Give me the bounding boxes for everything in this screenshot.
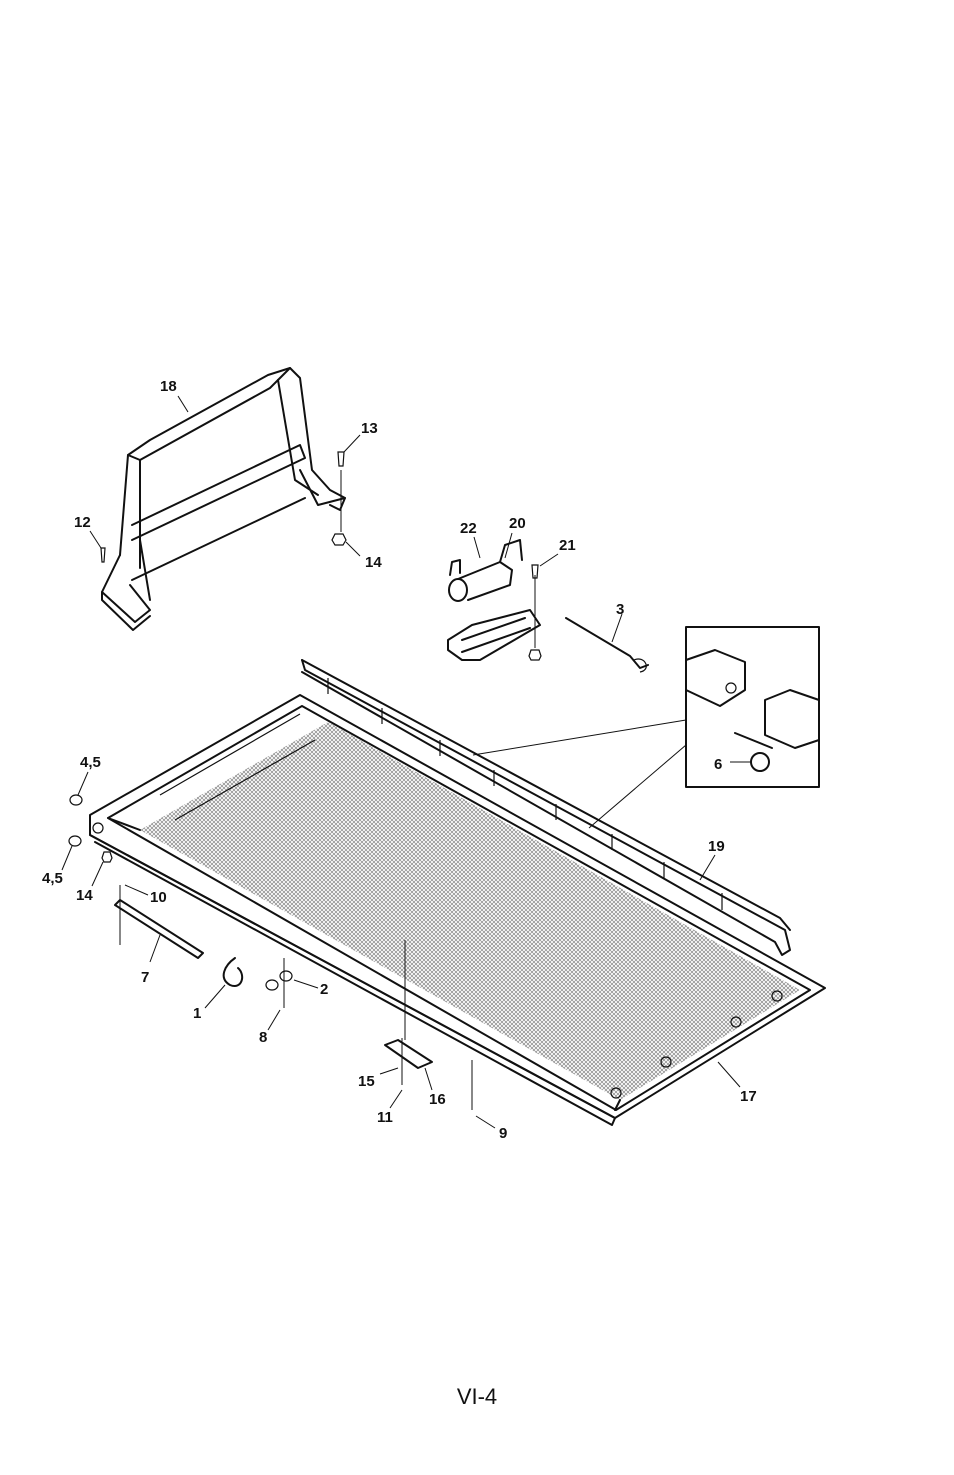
plug-4-5-bottom (68, 835, 82, 847)
bracket-16 (384, 1038, 433, 1085)
bushing-2 (265, 958, 293, 1008)
callout-19: 19 (708, 838, 725, 855)
callout-22: 22 (460, 520, 477, 537)
callout-14-rack: 14 (365, 554, 382, 571)
callout-20: 20 (509, 515, 526, 532)
nut-14-front (101, 851, 113, 863)
page-number: VI-4 (456, 1384, 498, 1409)
callout-leaders (61, 395, 750, 1129)
callout-21: 21 (559, 537, 576, 554)
callout-12: 12 (74, 514, 91, 531)
callout-1: 1 (193, 1005, 201, 1022)
callout-17: 17 (740, 1088, 757, 1105)
spare-tire-carrier (447, 539, 542, 661)
callout-9: 9 (499, 1125, 507, 1142)
callout-15: 15 (358, 1073, 375, 1090)
callout-11: 11 (377, 1109, 393, 1126)
side-rail-19 (301, 659, 791, 956)
inset-detail (472, 626, 820, 829)
callout-16: 16 (429, 1091, 446, 1108)
callout-3: 3 (616, 601, 624, 618)
callout-8: 8 (259, 1029, 267, 1046)
hook-1 (222, 957, 244, 987)
callout-7: 7 (141, 969, 149, 986)
strap-7 (114, 885, 204, 959)
callout-18: 18 (160, 378, 177, 395)
headache-rack (101, 367, 346, 631)
bolt-13 (337, 451, 345, 532)
callout-4-5-top: 4,5 (80, 754, 101, 771)
plug-4-5-top (69, 794, 83, 806)
nut-14-rack (331, 533, 347, 546)
callout-2: 2 (320, 981, 328, 998)
callout-4-5-bottom: 4,5 (42, 870, 63, 887)
bolt-12 (100, 547, 106, 563)
callout-10: 10 (150, 889, 167, 906)
callout-14-front: 14 (76, 887, 93, 904)
callout-6: 6 (714, 756, 722, 773)
callout-13: 13 (361, 420, 378, 437)
flatbed-platform-17 (89, 694, 826, 1126)
lock-pin-3 (565, 617, 649, 673)
